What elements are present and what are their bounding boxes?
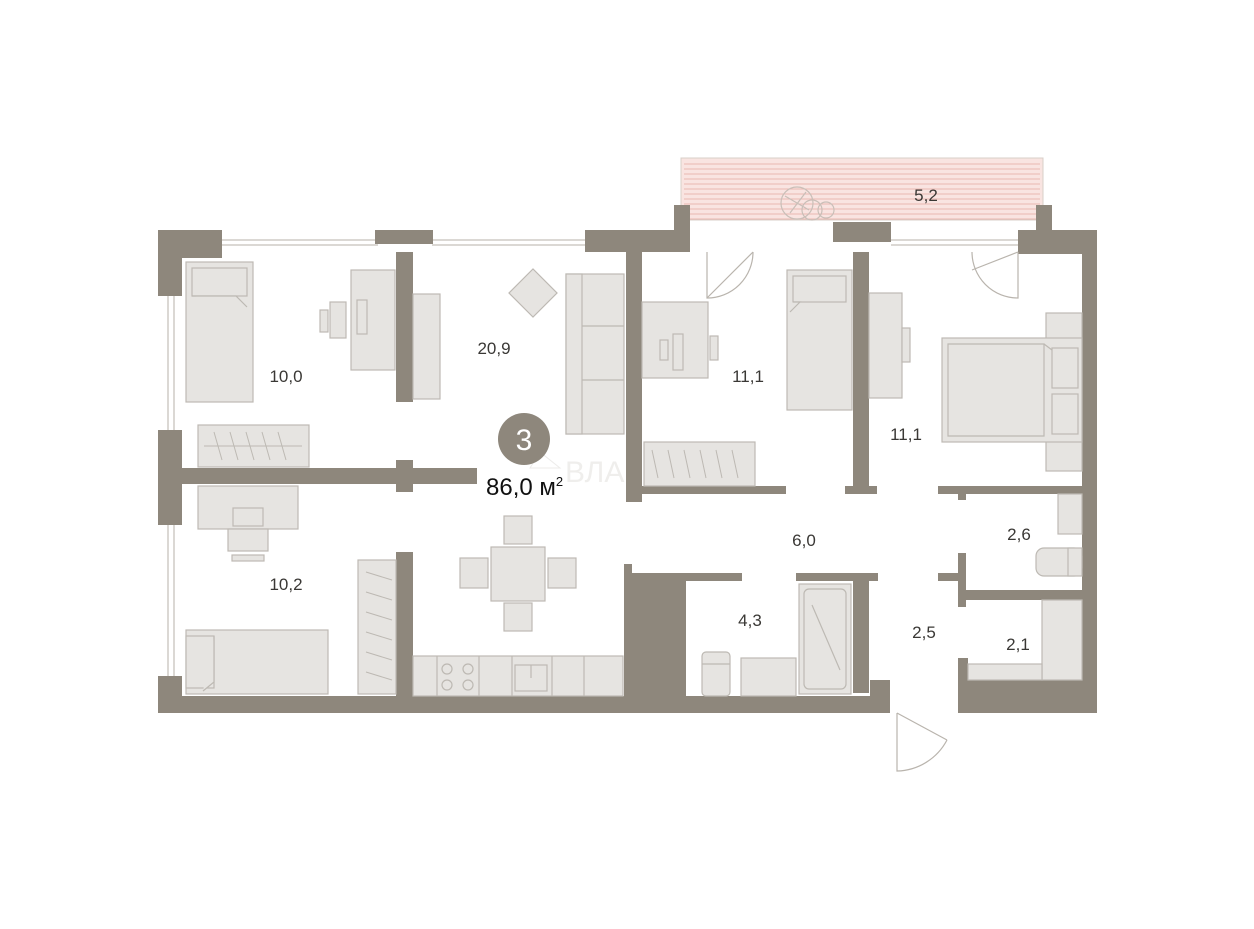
furniture — [185, 261, 1083, 697]
area-unit-power: 2 — [556, 474, 563, 489]
toilet-icon — [1035, 547, 1083, 577]
room-area-toilet: 2,6 — [1007, 525, 1031, 544]
room-area-bedroom-right: 11,1 — [890, 425, 922, 444]
room-area-entry: 2,5 — [912, 623, 936, 642]
storage-shelf — [967, 663, 1043, 681]
balcony-deck-lines — [684, 163, 1040, 220]
sink-icon — [1057, 493, 1083, 535]
walls — [158, 205, 1097, 713]
bed-icon — [185, 629, 329, 695]
storage-shelf — [1041, 599, 1083, 681]
room-area-bedroom-middle: 11,1 — [732, 367, 764, 386]
sink-icon — [740, 657, 797, 697]
svg-text:ВЛА: ВЛА — [565, 456, 624, 489]
bed-icon — [185, 261, 254, 403]
stove-icon — [441, 663, 474, 691]
room-area-bathroom: 4,3 — [738, 611, 762, 630]
plant-icon — [780, 186, 835, 221]
desk-icon — [641, 301, 719, 379]
wardrobe-icon — [357, 559, 397, 695]
dining-table-icon — [459, 515, 577, 632]
rooms-count-badge: 3 — [498, 413, 550, 465]
room-area-hall: 6,0 — [792, 531, 816, 550]
balcony — [680, 157, 1044, 221]
wardrobe-icon — [197, 424, 310, 468]
watermark-logo: ВЛА — [529, 451, 624, 489]
nightstand — [901, 327, 911, 363]
wardrobe-icon — [643, 441, 756, 487]
total-area: 86,0 м2 — [486, 474, 563, 501]
nightstand — [868, 292, 903, 399]
door-swing-icon — [706, 251, 1019, 772]
bed-icon — [786, 269, 853, 411]
desk-icon — [319, 269, 396, 371]
room-area-living-kitchen: 20,9 — [477, 339, 510, 358]
bed-icon — [941, 312, 1083, 472]
tv-stand — [412, 293, 441, 400]
room-area-bedroom-bottom-left: 10,2 — [269, 575, 302, 594]
area-unit: м — [539, 474, 556, 501]
rooms-count: 3 — [516, 424, 533, 457]
coffee-table — [508, 268, 558, 318]
sofa-icon — [565, 273, 625, 435]
room-area-storage: 2,1 — [1006, 635, 1030, 654]
desk-icon — [197, 485, 299, 562]
bathtub-icon — [798, 583, 852, 695]
toilet-icon — [701, 651, 731, 697]
room-area-bedroom-top-left: 10,0 — [269, 367, 302, 386]
room-area-balcony: 5,2 — [914, 186, 938, 205]
windows — [167, 239, 1018, 676]
sink-icon — [514, 664, 548, 692]
